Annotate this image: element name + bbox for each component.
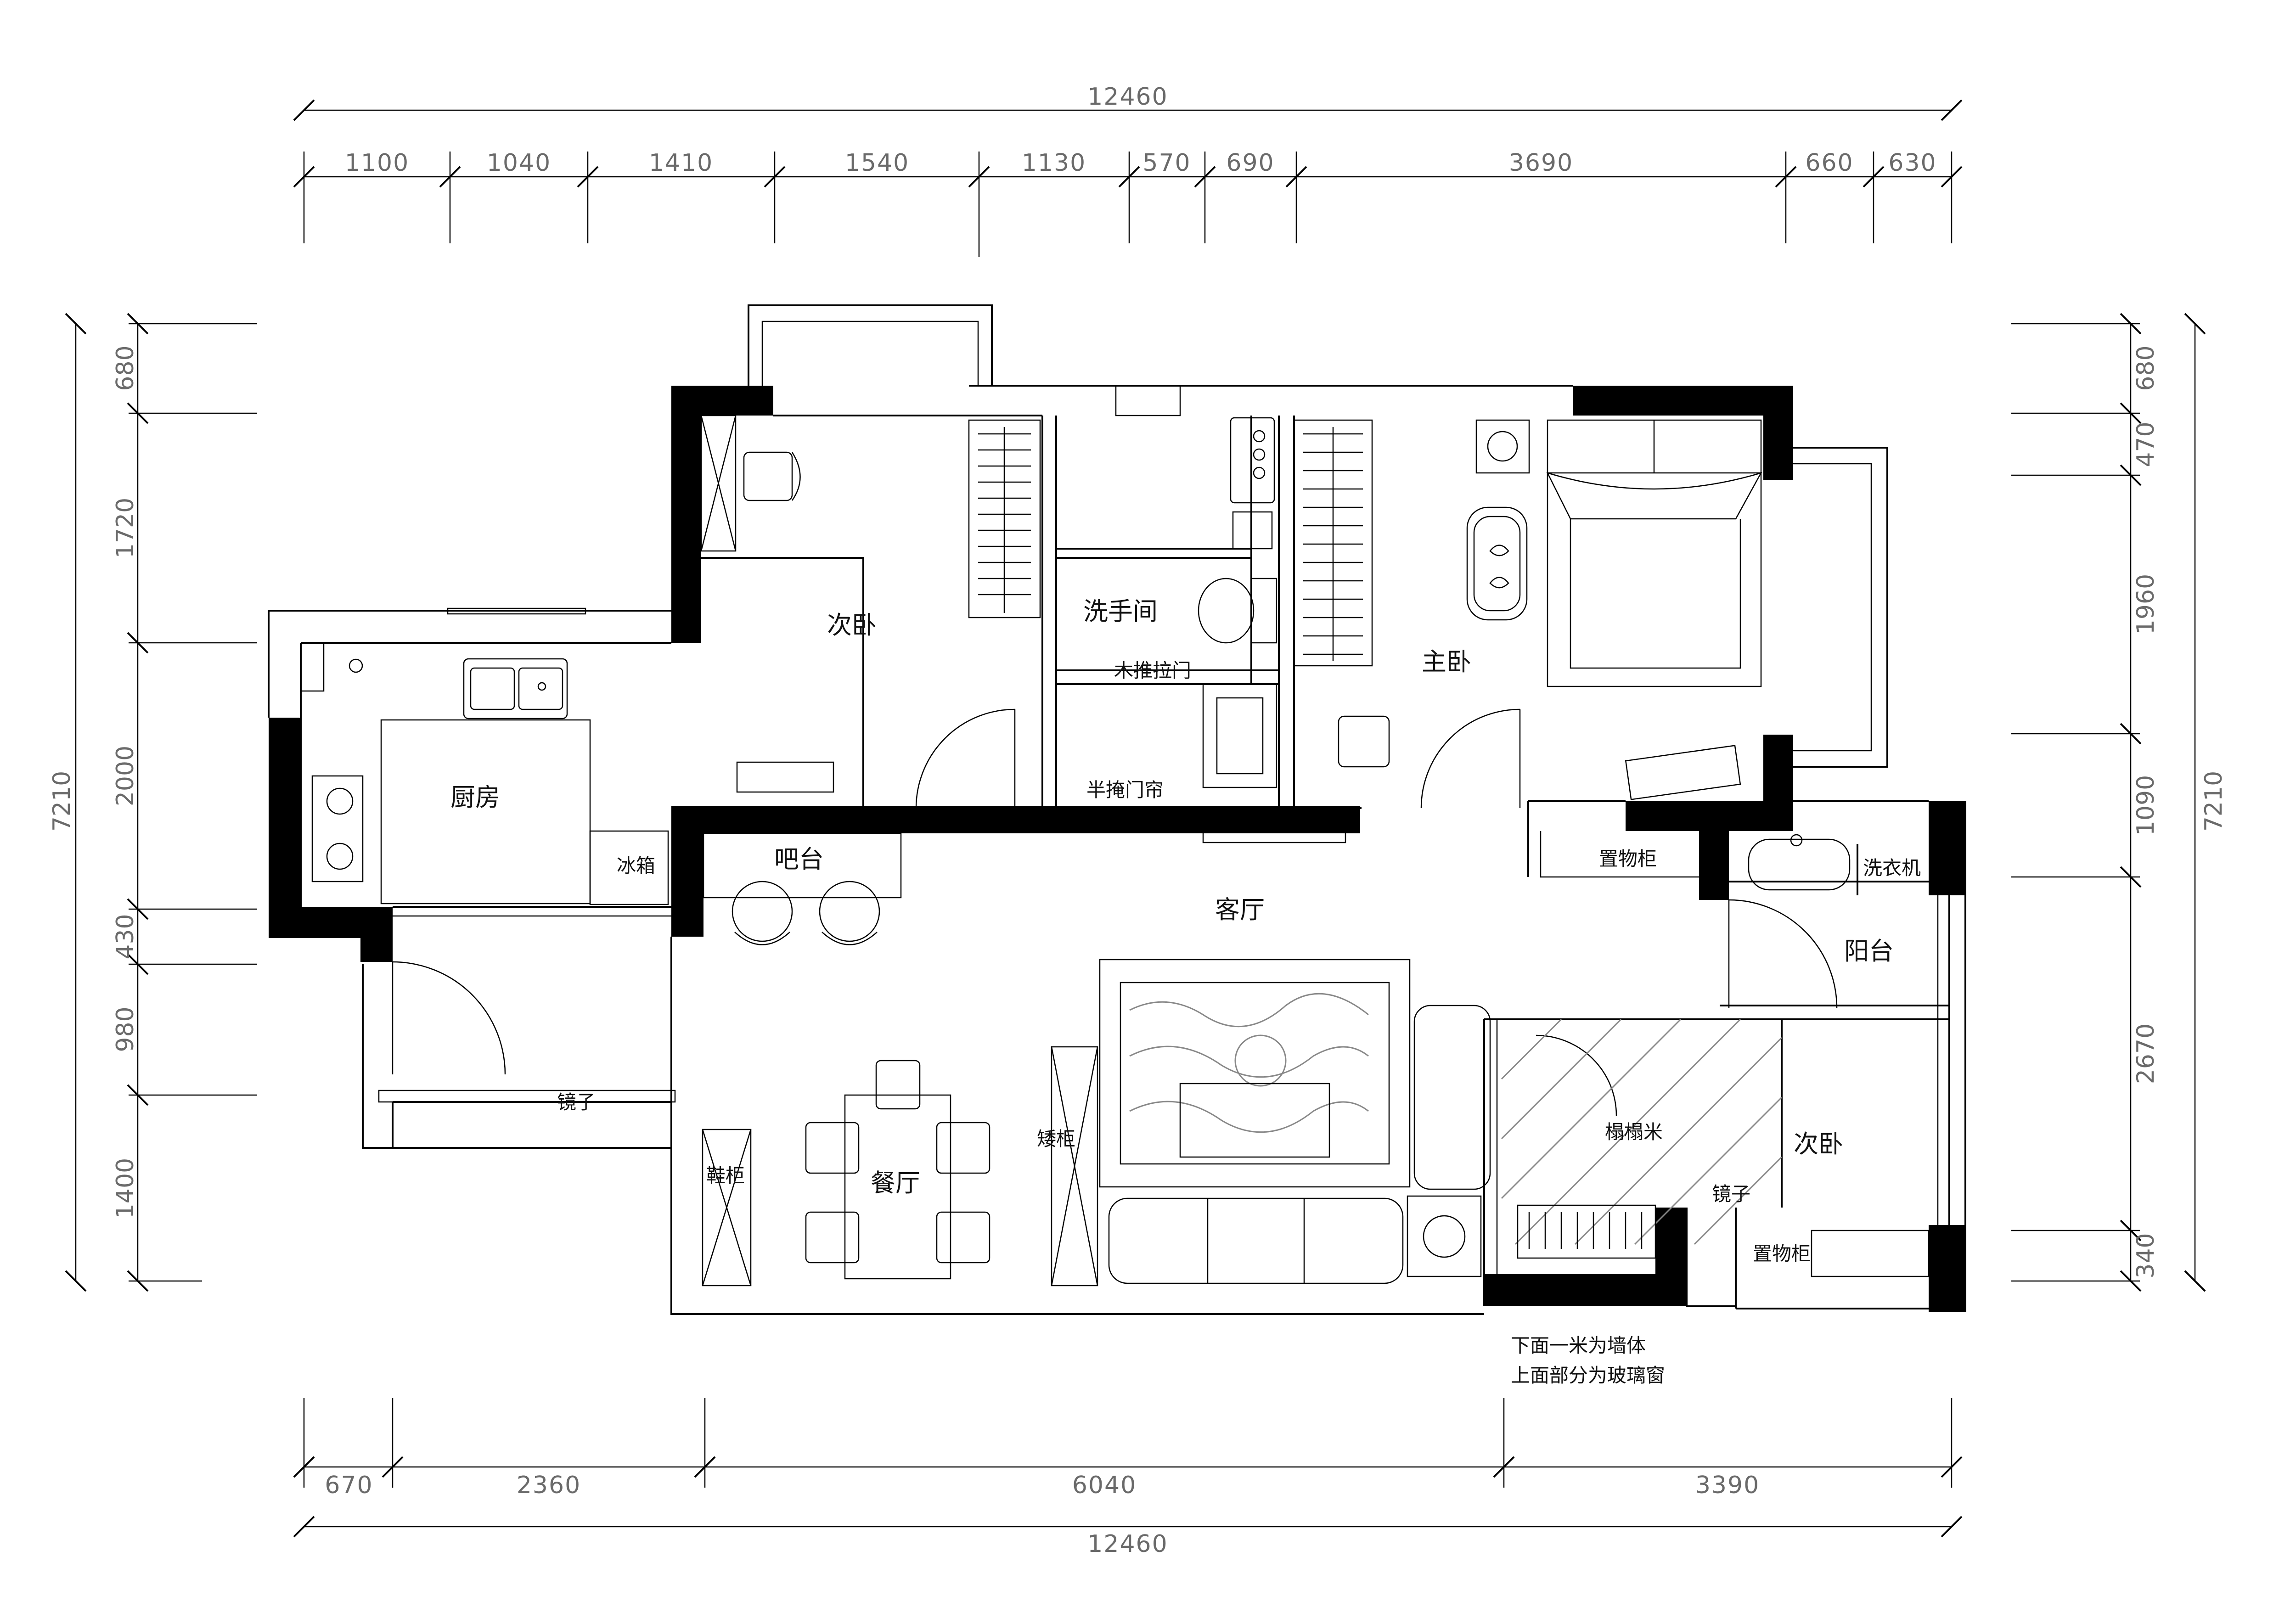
label-washroom: 洗手间 bbox=[1083, 597, 1158, 626]
left-seg-5: 1400 bbox=[112, 1158, 139, 1219]
right-seg-2: 1960 bbox=[2132, 574, 2160, 635]
wardrobe-master bbox=[1293, 419, 1373, 667]
label-half-curtain: 半掩门帘 bbox=[1086, 779, 1164, 801]
top-seg-4: 1130 bbox=[1022, 149, 1086, 177]
top-seg-7: 3690 bbox=[1509, 149, 1573, 177]
right-total: 7210 bbox=[2200, 771, 2228, 832]
label-low-cabinet: 矮柜 bbox=[1037, 1128, 1075, 1150]
label-living-room: 客厅 bbox=[1215, 895, 1265, 924]
label-shoe-cabinet: 鞋柜 bbox=[706, 1164, 745, 1187]
label-secondary-bedroom-south: 次卧 bbox=[1794, 1129, 1843, 1158]
bottom-seg-0: 670 bbox=[325, 1472, 373, 1499]
label-balcony: 阳台 bbox=[1844, 937, 1894, 966]
furniture bbox=[301, 415, 1851, 1287]
top-seg-6: 690 bbox=[1226, 149, 1274, 177]
top-seg-3: 1540 bbox=[845, 149, 909, 177]
top-seg-2: 1410 bbox=[649, 149, 713, 177]
left-total: 7210 bbox=[48, 771, 76, 832]
top-seg-9: 630 bbox=[1888, 149, 1936, 177]
bottom-seg-2: 6040 bbox=[1072, 1472, 1137, 1499]
right-seg-5: 340 bbox=[2132, 1233, 2160, 1278]
note-line-1: 下面一米为墙体 bbox=[1511, 1334, 1646, 1357]
right-seg-0: 680 bbox=[2132, 345, 2160, 391]
doors bbox=[392, 708, 1838, 1116]
bottom-dimensions: 670 2360 6040 3390 12460 bbox=[293, 1398, 1963, 1558]
left-seg-3: 430 bbox=[112, 914, 139, 959]
room-labels: 次卧 洗手间 木推拉门 半掩门帘 主卧 厨房 冰箱 吧台 客厅 置物柜 洗衣机 … bbox=[450, 597, 1921, 1387]
label-washing-machine: 洗衣机 bbox=[1863, 857, 1921, 879]
bottom-total: 12460 bbox=[1087, 1530, 1168, 1558]
label-secondary-bedroom-north: 次卧 bbox=[827, 611, 877, 640]
wall-outlines bbox=[268, 304, 1966, 1315]
right-seg-4: 2670 bbox=[2132, 1023, 2160, 1084]
left-dimensions: 7210 680 1720 2000 430 980 1400 bbox=[48, 313, 257, 1292]
label-master-bedroom: 主卧 bbox=[1422, 647, 1471, 676]
right-dimensions: 7210 680 470 1960 1090 2670 340 bbox=[2011, 313, 2228, 1292]
left-seg-0: 680 bbox=[112, 345, 139, 391]
label-sliding-door: 木推拉门 bbox=[1114, 659, 1191, 682]
label-mirror-south: 镜子 bbox=[1712, 1183, 1750, 1205]
label-storage-cabinet-1: 置物柜 bbox=[1599, 848, 1657, 870]
label-storage-cabinet-2: 置物柜 bbox=[1753, 1242, 1811, 1265]
left-seg-4: 980 bbox=[112, 1006, 139, 1052]
structural-walls bbox=[269, 386, 1965, 1312]
right-seg-3: 1090 bbox=[2132, 775, 2160, 836]
top-total: 12460 bbox=[1087, 83, 1168, 111]
top-seg-8: 660 bbox=[1805, 149, 1853, 177]
top-dimensions: 12460 1100 1040 1410 1540 1130 bbox=[293, 83, 1963, 257]
top-seg-1: 1040 bbox=[487, 149, 551, 177]
left-seg-1: 1720 bbox=[112, 498, 139, 558]
bottom-seg-1: 2360 bbox=[517, 1472, 581, 1499]
right-seg-1: 470 bbox=[2132, 421, 2160, 467]
label-fridge: 冰箱 bbox=[617, 854, 655, 877]
label-mirror-entry: 镜子 bbox=[557, 1091, 596, 1113]
label-bar: 吧台 bbox=[774, 845, 824, 874]
note-line-2: 上面部分为玻璃窗 bbox=[1511, 1364, 1665, 1387]
bottom-seg-3: 3390 bbox=[1695, 1472, 1760, 1499]
label-kitchen: 厨房 bbox=[450, 783, 500, 812]
top-seg-5: 570 bbox=[1142, 149, 1191, 177]
left-seg-2: 2000 bbox=[112, 746, 139, 806]
label-dining-room: 餐厅 bbox=[871, 1169, 920, 1197]
label-tatami: 榻榻米 bbox=[1605, 1121, 1663, 1143]
tatami-hatch bbox=[1501, 1018, 1783, 1245]
wardrobe-north bbox=[968, 419, 1041, 618]
top-seg-0: 1100 bbox=[345, 149, 409, 177]
